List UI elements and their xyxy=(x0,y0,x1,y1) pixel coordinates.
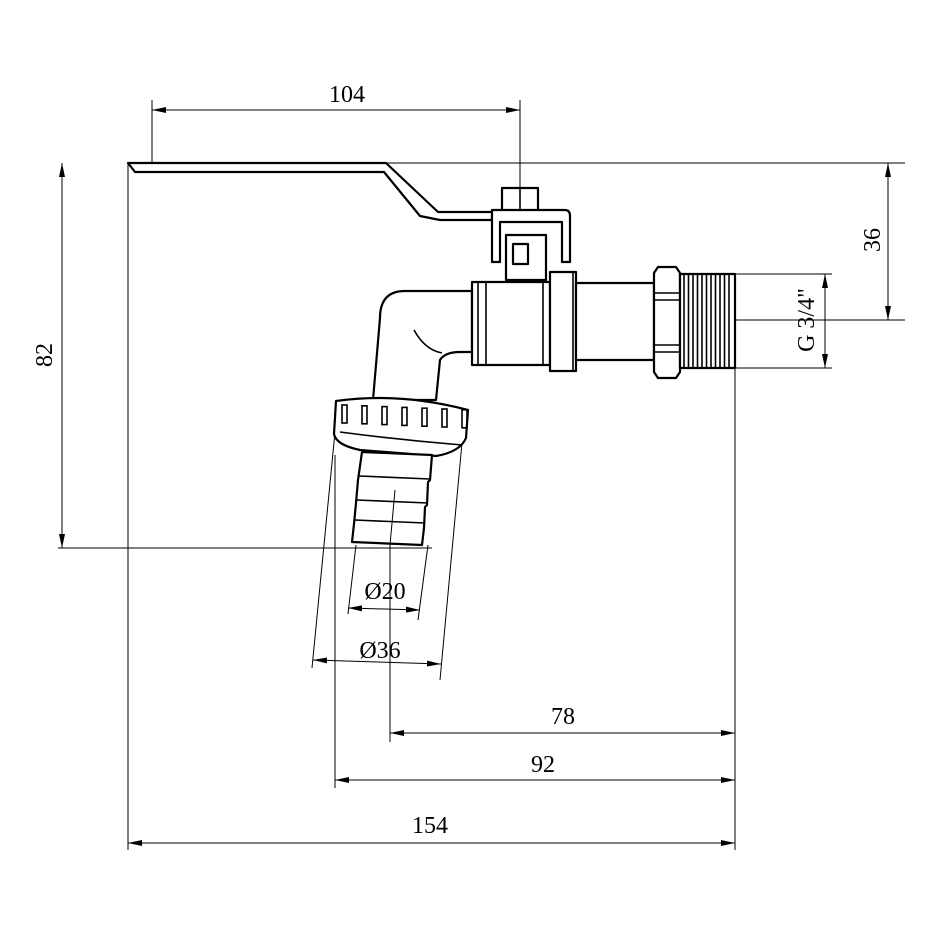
cap-rib xyxy=(401,406,408,427)
dim-total-length: 154 xyxy=(412,813,448,839)
cap-rib xyxy=(421,407,428,428)
hex-nut xyxy=(652,265,682,380)
stem-assembly xyxy=(490,186,572,282)
cap-rib xyxy=(341,404,348,424)
dimension-lines xyxy=(59,107,891,846)
cap-rib xyxy=(461,408,468,429)
lever-handle xyxy=(126,161,494,222)
dim-nut-diameter: Ø36 xyxy=(359,638,401,664)
valve-body xyxy=(470,270,656,373)
union-cap-nut xyxy=(332,396,470,458)
dim-axis-to-end: 78 xyxy=(551,704,575,730)
cap-rib xyxy=(441,408,448,428)
dim-handle-length: 104 xyxy=(329,82,365,108)
cap-rib xyxy=(361,404,368,425)
dim-thread-size: G 3/4" xyxy=(794,288,820,352)
dim-top-to-axis: 36 xyxy=(860,228,886,252)
hose-barb xyxy=(350,450,434,547)
cap-rib xyxy=(381,405,388,426)
dim-hose-diameter: Ø20 xyxy=(364,579,406,605)
threaded-end xyxy=(678,272,737,370)
elbow-spout xyxy=(371,289,474,402)
extension-lines xyxy=(58,100,905,850)
dim-nut-to-end: 92 xyxy=(531,752,555,778)
dim-total-height: 82 xyxy=(32,343,58,367)
